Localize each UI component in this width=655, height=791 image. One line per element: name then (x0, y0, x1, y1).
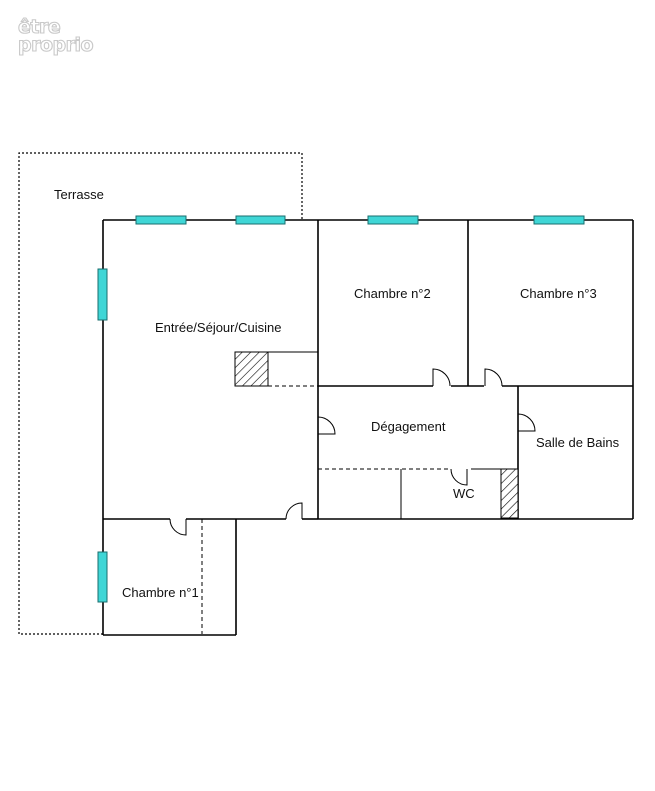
room-labels: Terrasse Entrée/Séjour/Cuisine Chambre n… (54, 187, 620, 600)
label-wc: WC (453, 486, 475, 501)
door-chambre2 (432, 368, 451, 387)
hatch-wc (500, 468, 519, 519)
door-sejour (317, 416, 336, 435)
window-sejour-1 (135, 215, 187, 225)
hatched-elements (234, 351, 519, 519)
windows (97, 215, 585, 603)
terrace-outline (18, 152, 303, 635)
label-terrasse: Terrasse (54, 187, 104, 202)
watermark-logo: être proprio (17, 15, 94, 56)
doors (169, 368, 536, 536)
watermark-line2: proprio (18, 34, 94, 56)
exterior-walls (102, 219, 634, 636)
door-entree (285, 502, 303, 520)
label-chambre3: Chambre n°3 (520, 286, 597, 301)
window-chambre2 (367, 215, 419, 225)
door-wc (450, 468, 468, 486)
label-salle-de-bains: Salle de Bains (536, 435, 620, 450)
watermark-line1: être (18, 16, 60, 38)
door-salle-de-bains (517, 413, 536, 432)
label-chambre2: Chambre n°2 (354, 286, 431, 301)
label-degagement: Dégagement (371, 419, 446, 434)
hatch-sejour (234, 351, 269, 387)
interior-walls (103, 220, 633, 520)
window-chambre3 (533, 215, 585, 225)
window-chambre1 (97, 551, 108, 603)
door-chambre3 (484, 368, 503, 387)
dashed-lines (201, 385, 448, 634)
door-chambre1 (169, 518, 187, 536)
label-sejour: Entrée/Séjour/Cuisine (155, 320, 281, 335)
label-chambre1: Chambre n°1 (122, 585, 199, 600)
window-sejour-2 (235, 215, 286, 225)
window-sejour-side (97, 268, 108, 321)
